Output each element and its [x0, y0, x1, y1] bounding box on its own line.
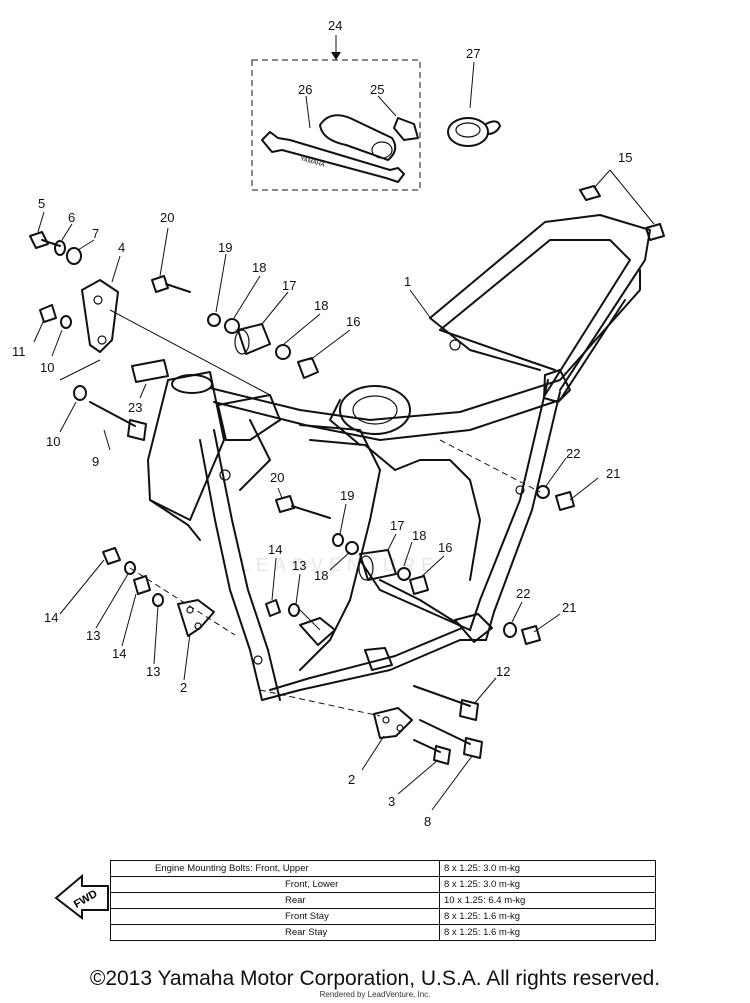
callout-14-mid: 14 — [268, 542, 282, 557]
callout-3: 3 — [388, 794, 395, 809]
callout-10-upper: 10 — [40, 360, 54, 375]
callout-2-left: 2 — [180, 680, 187, 695]
callout-16-upper: 16 — [346, 314, 360, 329]
callout-13-left-b: 13 — [146, 664, 160, 679]
leader-lines — [33, 169, 655, 811]
callout-18-upper-b: 18 — [314, 298, 328, 313]
callout-13-mid: 13 — [292, 558, 306, 573]
callout-22-upper: 22 — [566, 446, 580, 461]
torque-spec-table: Engine Mounting Bolts: Front, Upper 8 x … — [110, 860, 656, 941]
callout-20-lower: 20 — [270, 470, 284, 485]
spec-label: Front, Lower — [110, 876, 440, 893]
callout-27: 27 — [466, 46, 480, 61]
callout-23: 23 — [128, 400, 142, 415]
rendered-by-credit: Rendered by LeadVenture, Inc. — [319, 990, 431, 999]
callout-21-upper: 21 — [606, 466, 620, 481]
callout-20-upper: 20 — [160, 210, 174, 225]
spec-value: 8 x 1.25: 1.6 m-kg — [439, 908, 656, 925]
spec-label: Rear Stay — [110, 924, 440, 941]
callout-15: 15 — [618, 150, 632, 165]
wrench-part — [261, 131, 405, 183]
callout-9: 9 — [92, 454, 99, 469]
table-row: Rear Stay 8 x 1.25: 1.6 m-kg — [110, 924, 656, 941]
copyright-notice: ©2013 Yamaha Motor Corporation, U.S.A. A… — [89, 967, 661, 990]
spec-value: 10 x 1.25: 6.4 m-kg — [439, 892, 656, 909]
fwd-arrow-icon: FWD — [54, 873, 109, 920]
callout-24: 24 — [328, 18, 342, 33]
callout-19-upper: 19 — [218, 240, 232, 255]
spec-label: Engine Mounting Bolts: Front, Upper — [110, 860, 440, 877]
tool-bag-part — [319, 114, 397, 161]
callout-5: 5 — [38, 196, 45, 211]
spec-label: Front Stay — [110, 908, 440, 925]
tool-kit-group: YAMAHA — [251, 35, 421, 191]
front-lower-mount-parts — [102, 547, 236, 637]
plug-cap-part — [393, 117, 419, 141]
callout-25: 25 — [370, 82, 384, 97]
table-row: Rear 10 x 1.25: 6.4 m-kg — [110, 892, 656, 909]
spec-label: Rear — [110, 892, 440, 909]
callout-13-left-a: 13 — [86, 628, 100, 643]
table-row: Front Stay 8 x 1.25: 1.6 m-kg — [110, 908, 656, 925]
spec-value: 8 x 1.25: 3.0 m-kg — [439, 876, 656, 893]
callout-14-left-a: 14 — [44, 610, 58, 625]
meter-part — [447, 61, 501, 147]
callout-labels: 24 27 26 25 15 5 6 7 4 20 19 18 17 18 16… — [12, 18, 632, 829]
callout-17-upper: 17 — [282, 278, 296, 293]
callout-14-left-b: 14 — [112, 646, 126, 661]
callout-8: 8 — [424, 814, 431, 829]
callout-19-lower: 19 — [340, 488, 354, 503]
table-row: Front, Lower 8 x 1.25: 3.0 m-kg — [110, 876, 656, 893]
table-row: Engine Mounting Bolts: Front, Upper 8 x … — [110, 860, 656, 877]
callout-21-lower: 21 — [562, 600, 576, 615]
callout-26: 26 — [298, 82, 312, 97]
callout-7: 7 — [92, 226, 99, 241]
callout-2-lower: 2 — [348, 772, 355, 787]
front-upper-mount-parts — [29, 231, 319, 441]
middle-mount-parts — [265, 495, 429, 631]
callout-11: 11 — [12, 344, 26, 359]
spec-value: 8 x 1.25: 3.0 m-kg — [439, 860, 656, 877]
main-frame — [147, 214, 651, 701]
callout-16-lower: 16 — [438, 540, 452, 555]
callout-18-upper-a: 18 — [252, 260, 266, 275]
callout-18-lower-b: 18 — [412, 528, 426, 543]
callout-17-lower: 17 — [390, 518, 404, 533]
callout-10-lower: 10 — [46, 434, 60, 449]
callout-18-lower-a: 18 — [314, 568, 328, 583]
callout-1: 1 — [404, 274, 411, 289]
callout-6: 6 — [68, 210, 75, 225]
callout-12: 12 — [496, 664, 510, 679]
watermark: LEADVENTURE — [240, 555, 440, 575]
right-side-parts — [259, 185, 665, 765]
callout-4: 4 — [118, 240, 125, 255]
frame-exploded-diagram: YAMAHA — [12, 18, 665, 829]
callout-22-lower: 22 — [516, 586, 530, 601]
spec-value: 8 x 1.25: 1.6 m-kg — [439, 924, 656, 941]
